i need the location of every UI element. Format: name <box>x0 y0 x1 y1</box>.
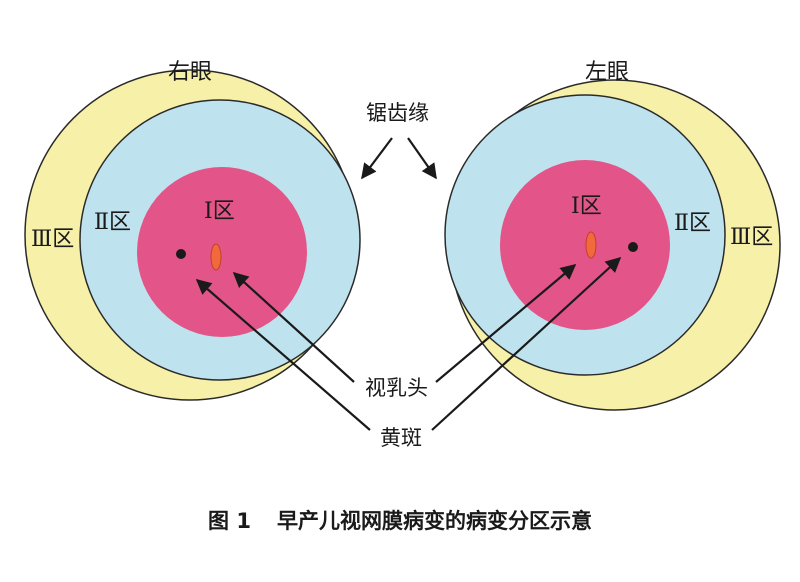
optic-disc-arrow-right-eye <box>232 271 355 383</box>
right-eye-zone3-label: Ⅲ区 <box>31 227 75 252</box>
left-eye-zone1-label: Ⅰ区 <box>571 194 602 219</box>
left-eye <box>444 79 781 411</box>
left-eye-macula <box>628 242 638 252</box>
optic-disc-label: 视乳头 <box>365 376 428 400</box>
left-eye-title: 左眼 <box>585 60 630 85</box>
right-eye-zone1 <box>137 167 307 337</box>
right-eye <box>24 69 361 401</box>
macula-arrow-left-eye <box>431 256 622 431</box>
left-eye-zone3-label: Ⅲ区 <box>730 225 774 250</box>
macula-label: 黄斑 <box>380 426 422 450</box>
right-eye-title: 右眼 <box>168 60 213 85</box>
right-eye-zone2-label: Ⅱ区 <box>94 210 131 235</box>
ora-serrata-arrow-left-eye <box>407 137 437 180</box>
optic-disc-arrow-left-eye <box>435 264 577 383</box>
right-eye-zone1-label: Ⅰ区 <box>204 199 235 224</box>
callout-arrows <box>195 137 622 431</box>
ora-serrata-label: 锯齿缘 <box>366 101 429 125</box>
left-eye-optic-disc <box>585 231 597 259</box>
figure-caption-text: 早产儿视网膜病变的病变分区示意 <box>276 509 592 533</box>
left-eye-zone2-label: Ⅱ区 <box>674 211 711 236</box>
figure-caption: 图 1 早产儿视网膜病变的病变分区示意 <box>0 505 800 535</box>
right-eye-macula <box>176 249 186 259</box>
left-eye-zone1 <box>500 160 670 330</box>
figure-number: 图 1 <box>208 509 251 533</box>
right-eye-optic-disc <box>210 243 222 271</box>
ora-serrata-arrow-right-eye <box>361 137 393 180</box>
macula-arrow-right-eye <box>195 278 371 431</box>
